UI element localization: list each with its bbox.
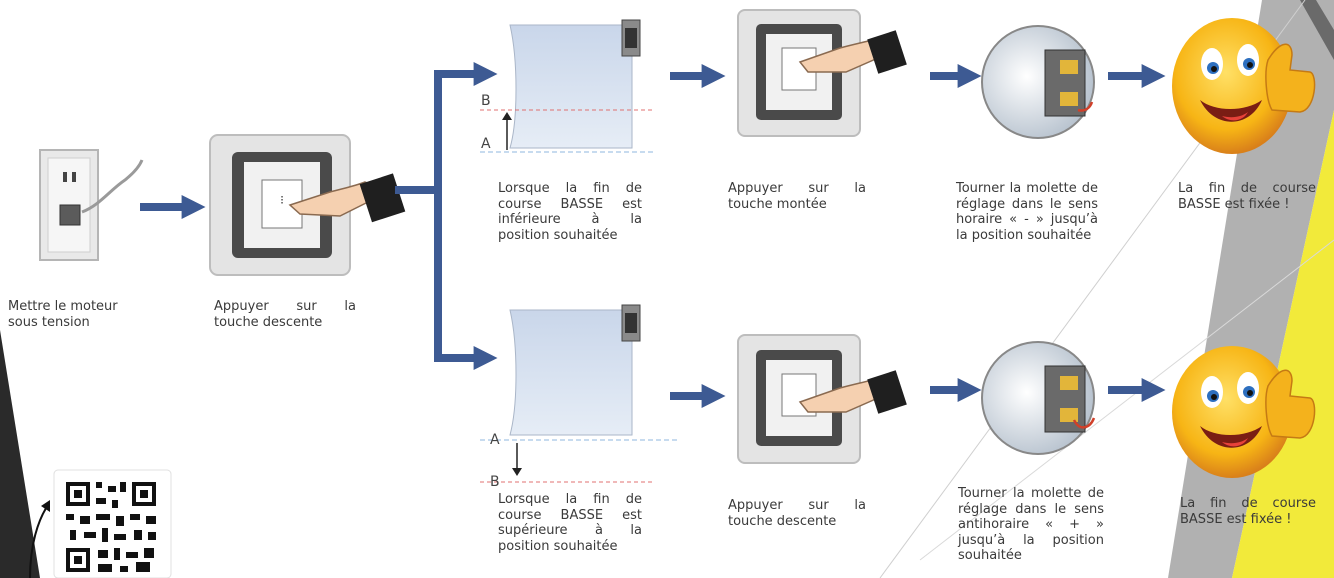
thumbs-up-emoji-icon	[1172, 346, 1316, 478]
caption-power-on: Mettre le moteur sous tension	[8, 299, 118, 330]
mark-a-top: A	[481, 136, 491, 152]
caption-press-down-2: Appuyer sur la touche descente	[728, 498, 866, 529]
caption-turn-counterclockwise: Tourner la molette de réglage dans le se…	[958, 486, 1104, 563]
caption-turn-clockwise: Tourner la molette de réglage dans le se…	[956, 181, 1098, 243]
mark-b-top: B	[481, 93, 491, 109]
caption-case-higher: Lorsque la fin de course BASSE est supér…	[498, 492, 642, 554]
branch-arrows	[395, 62, 498, 370]
caption-press-down-1: Appuyer sur la touche descente	[214, 299, 356, 330]
power-outlet-icon	[39, 149, 144, 261]
roller-shutter-icon	[480, 19, 655, 153]
adjust-dial-icon	[981, 341, 1096, 455]
mark-b-bottom: B	[490, 474, 500, 490]
qr-code-icon	[53, 469, 172, 578]
roller-shutter-icon	[480, 304, 680, 483]
svg-text:⁝: ⁝	[280, 193, 284, 207]
curved-arrow-icon	[29, 500, 50, 578]
mark-a-bottom: A	[490, 432, 500, 448]
hand-pointer-icon	[798, 370, 907, 414]
hand-pointer-icon	[798, 30, 907, 74]
thumbs-up-emoji-icon	[1172, 18, 1316, 154]
switch-panel-icon: ⁝	[209, 134, 351, 276]
caption-case-lower: Lorsque la fin de course BASSE est infér…	[498, 181, 642, 243]
caption-press-up: Appuyer sur la touche montée	[728, 181, 866, 212]
caption-result-bottom: La fin de course BASSE est fixée !	[1180, 496, 1316, 527]
caption-result-top: La fin de course BASSE est fixée !	[1178, 181, 1316, 212]
switch-panel-icon	[737, 9, 861, 137]
adjust-dial-icon	[981, 25, 1095, 139]
left-decor-band	[0, 330, 40, 578]
hand-pointer-icon	[288, 173, 406, 223]
